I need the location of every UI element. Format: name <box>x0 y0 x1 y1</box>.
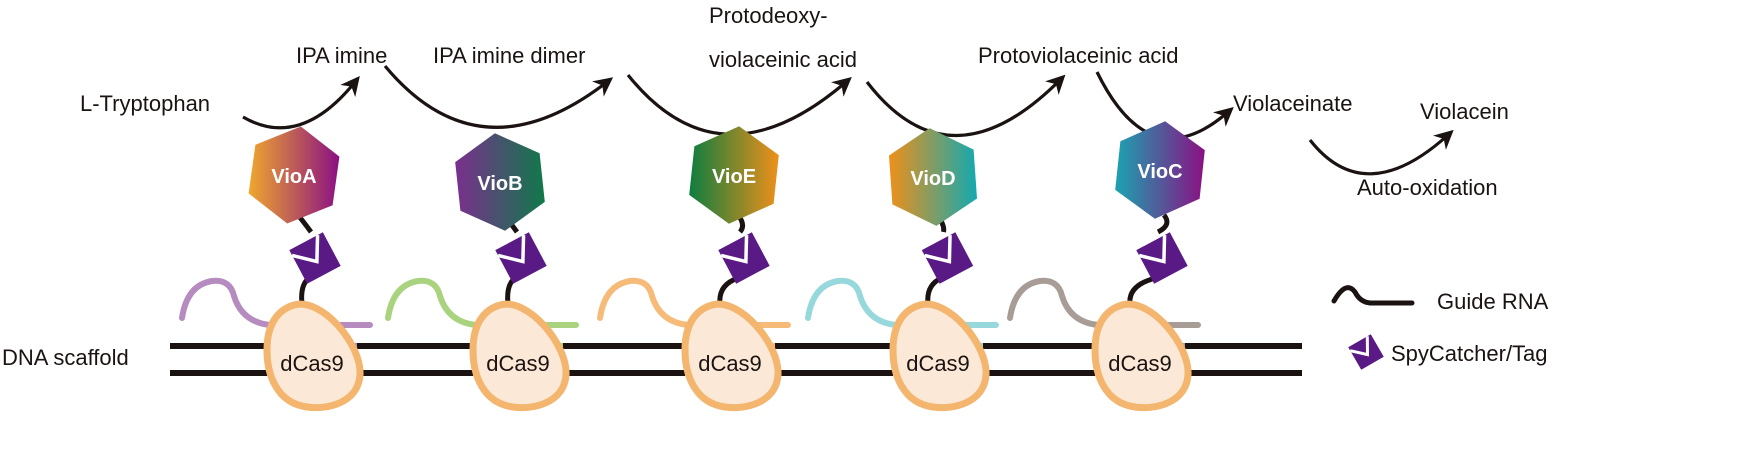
dna-scaffold <box>170 343 1302 376</box>
guide-rna <box>179 277 373 328</box>
enzyme-label: VioB <box>477 173 522 195</box>
guide-rna <box>805 277 999 328</box>
reaction-arrow-3 <box>626 73 852 136</box>
legend-label-spycatcher-tag: SpyCatcher/Tag <box>1391 341 1548 366</box>
substrate-label: L-Tryptophan <box>80 91 211 116</box>
spycatcher-tag-icon <box>1348 334 1384 370</box>
reaction-arrows <box>242 64 1454 176</box>
dcas9-label: dCas9 <box>906 351 970 376</box>
guide-rna <box>385 277 579 328</box>
intermediate-label-ipa-imine: IPA imine <box>296 43 388 68</box>
module-vioa: dCas9 VioA <box>179 126 373 412</box>
dna-scaffold-label: DNA scaffold <box>2 345 129 370</box>
guide-rna <box>1007 277 1201 328</box>
dcas9-label: dCas9 <box>280 351 344 376</box>
reaction-arrow-6 <box>1308 129 1454 176</box>
module-vioe: dCas9 VioE <box>597 126 791 412</box>
spycatcher-tag <box>718 232 770 284</box>
intermediate-label-violaceinate: Violaceinate <box>1233 91 1353 116</box>
enzyme-hexagon <box>689 126 779 224</box>
dcas9-protein <box>263 300 364 412</box>
enzyme-hexagon <box>1115 121 1205 219</box>
enzyme-modules: dCas9VioAdCas9VioBdCas9VioEdCas9VioDdCas… <box>179 121 1205 412</box>
intermediate-label-protodeoxy: Protodeoxy- <box>709 3 828 28</box>
guide-rna <box>597 277 791 328</box>
intermediate-label-ipa-imine-dimer: IPA imine dimer <box>433 43 586 68</box>
spycatcher-tag <box>1136 232 1188 284</box>
module-viod: dCas9 VioD <box>805 128 999 412</box>
auto-oxidation-label: Auto-oxidation <box>1357 175 1498 200</box>
spycatcher-tag <box>495 232 547 284</box>
legend <box>1331 285 1415 370</box>
enzyme-hexagon <box>889 128 977 226</box>
dcas9-label: dCas9 <box>1108 351 1172 376</box>
dcas9-label: dCas9 <box>486 351 550 376</box>
module-vioc: dCas9 VioC <box>1007 121 1205 412</box>
enzyme-hexagon <box>455 133 545 231</box>
reaction-arrow-2 <box>383 64 614 129</box>
product-label: Violacein <box>1420 99 1509 124</box>
dcas9-label: dCas9 <box>698 351 762 376</box>
spycatcher-tag <box>921 232 974 284</box>
dcas9-protein <box>889 300 990 412</box>
intermediate-label-protoviolaceinic-acid: Protoviolaceinic acid <box>978 43 1179 68</box>
enzyme-label: VioD <box>910 168 955 190</box>
intermediate-label-violaceinic-acid: violaceinic acid <box>709 47 857 72</box>
dcas9-protein <box>681 300 782 412</box>
reaction-arrow-4 <box>865 74 1066 137</box>
guide-rna-icon <box>1331 285 1415 306</box>
enzyme-label: VioC <box>1137 161 1182 183</box>
legend-label-guide-rna: Guide RNA <box>1437 289 1549 314</box>
dcas9-protein <box>1091 300 1192 412</box>
spycatcher-tag <box>289 232 341 284</box>
module-viob: dCas9 VioB <box>385 133 579 412</box>
enzyme-hexagon <box>248 126 340 224</box>
enzyme-label: VioE <box>712 166 756 188</box>
reaction-arrow-1 <box>242 76 360 130</box>
enzyme-label: VioA <box>271 166 316 188</box>
dcas9-protein <box>469 300 570 412</box>
